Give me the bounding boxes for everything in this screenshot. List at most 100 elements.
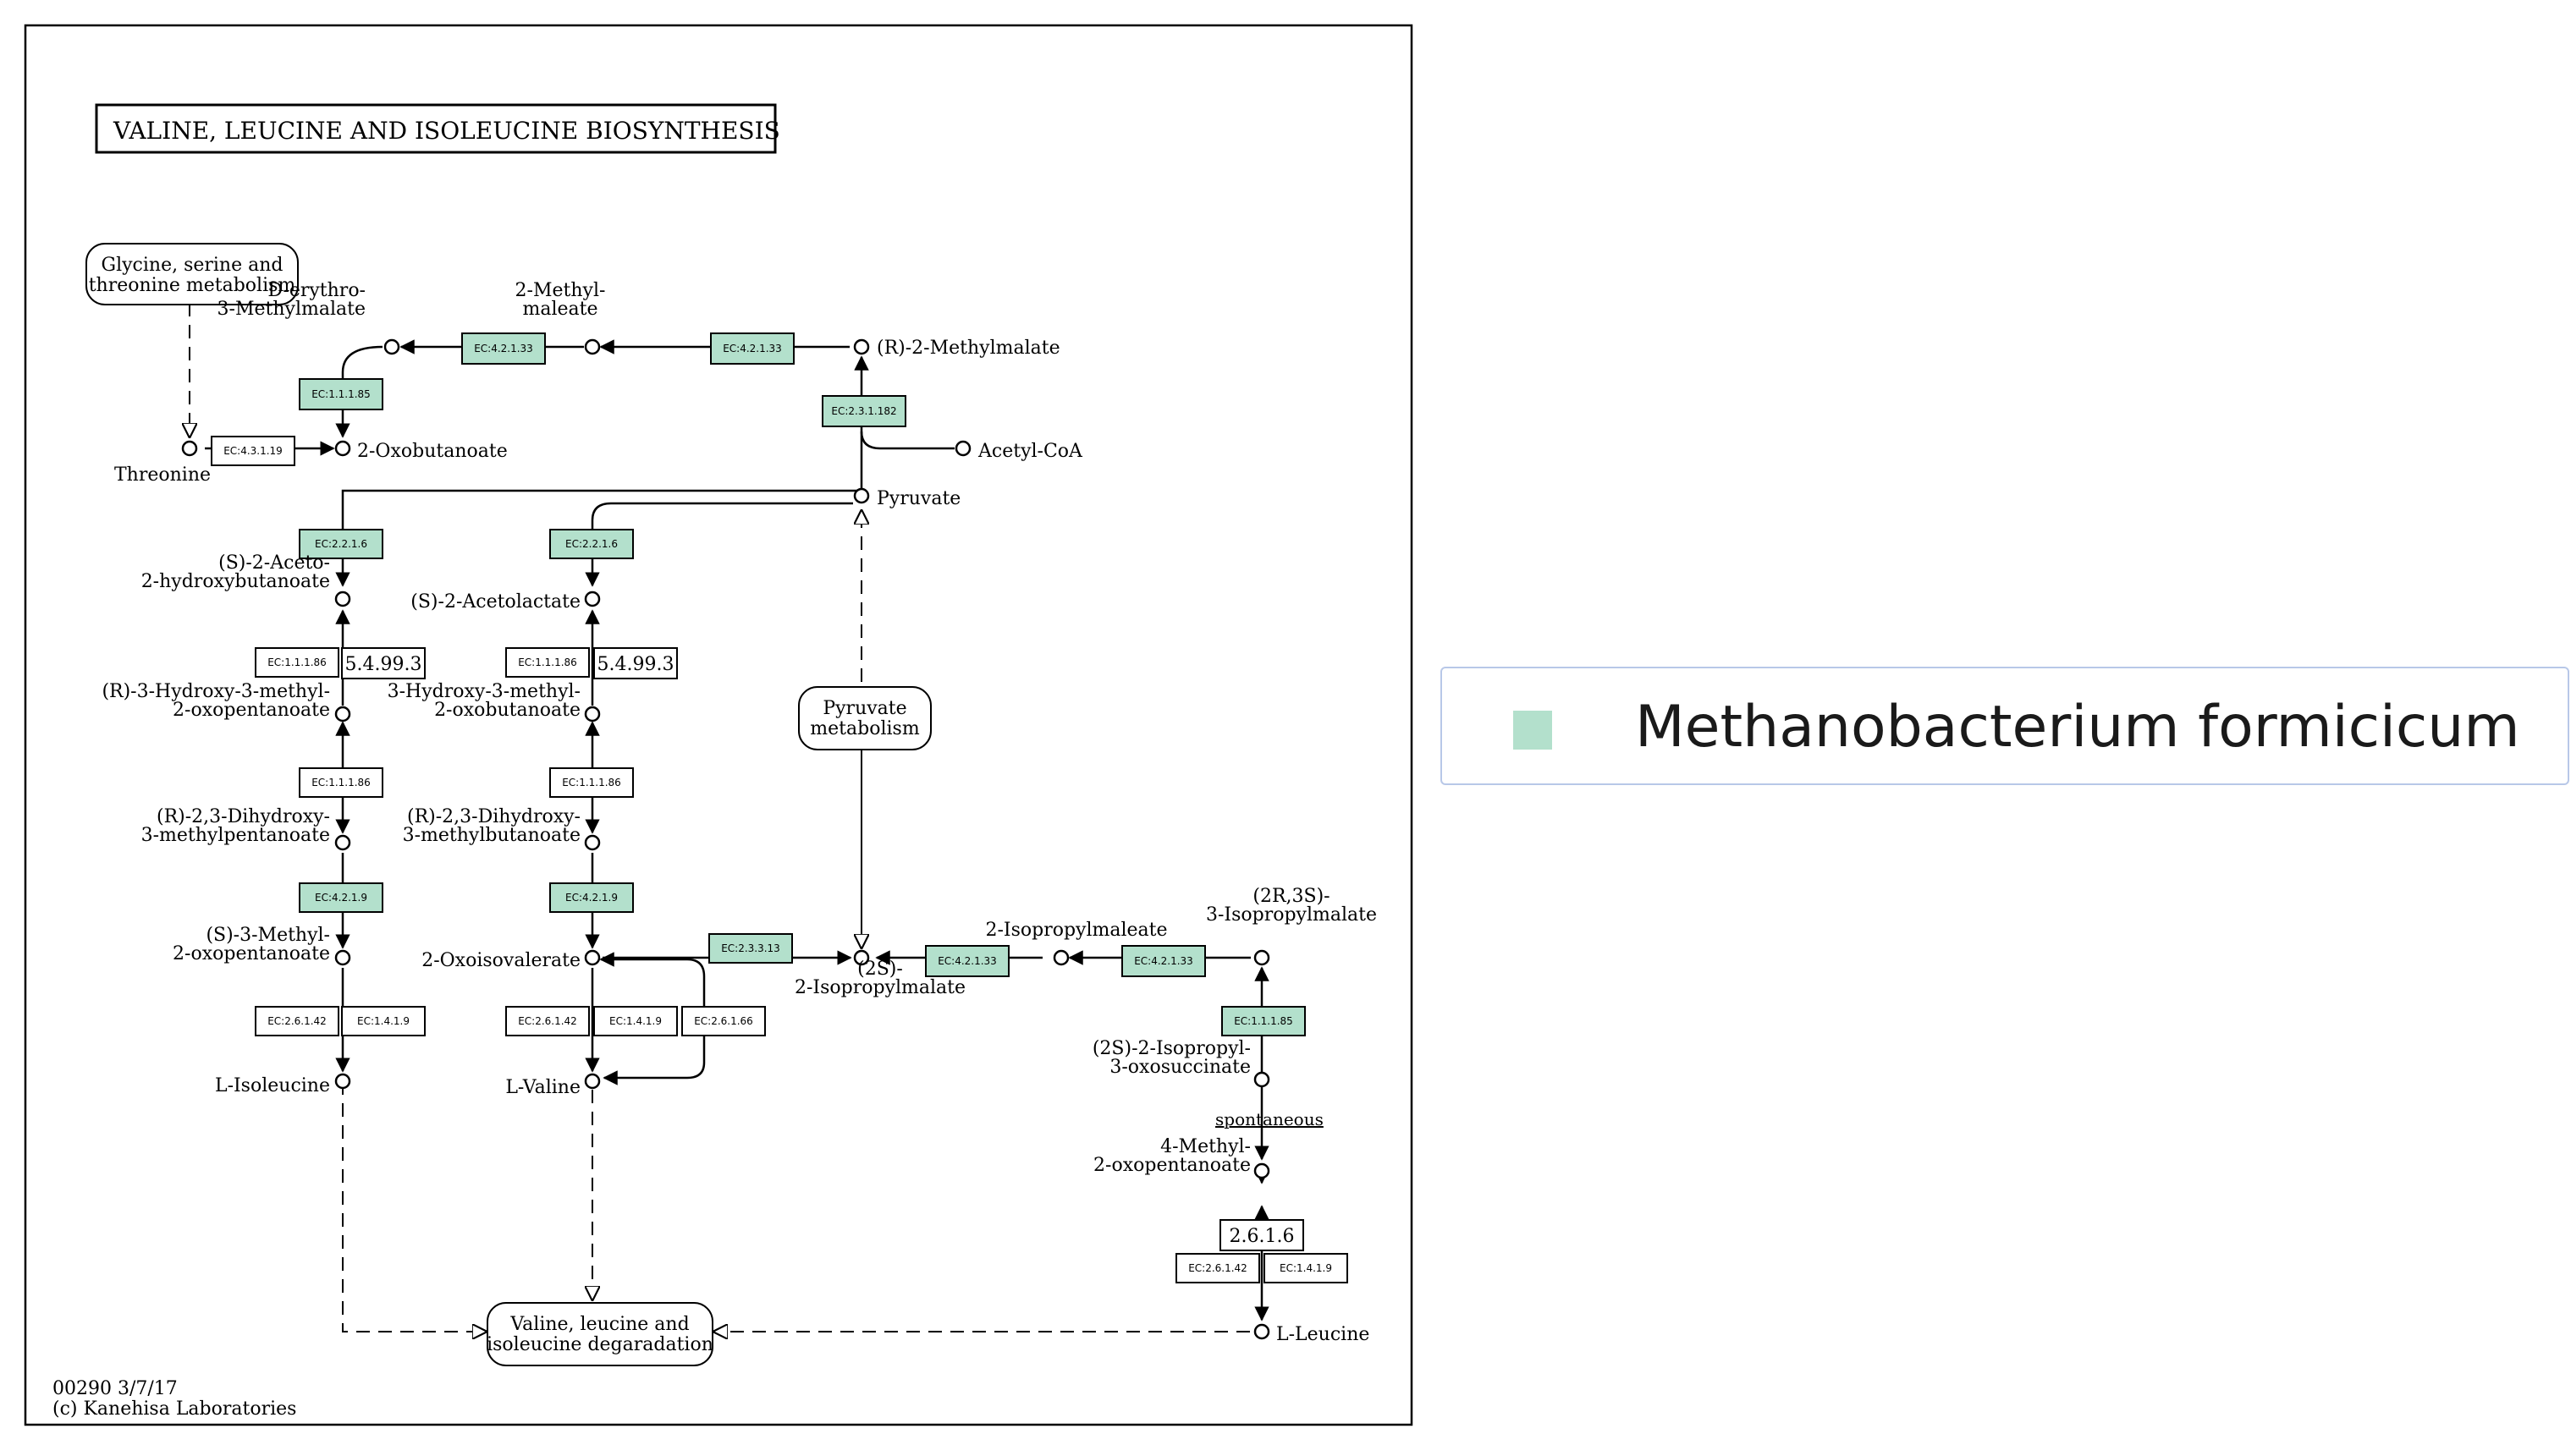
enzyme-ec-4-2-1-9-13[interactable]: EC:4.2.1.9 — [299, 882, 383, 913]
enzyme-label: EC:2.3.1.182 — [831, 405, 896, 417]
compound-node-icon[interactable] — [584, 706, 601, 723]
enzyme-label: EC:1.1.1.86 — [562, 777, 621, 788]
compound-0[interactable]: D-erythro-3-Methylmalate — [217, 280, 400, 355]
enzyme-label: EC:4.2.1.33 — [938, 955, 997, 967]
compound-16[interactable]: L-Valine — [505, 1073, 601, 1098]
compound-2[interactable]: (R)-2-Methylmalate — [853, 338, 1060, 359]
enzyme-ec-1-1-1-85-2[interactable]: EC:1.1.1.85 — [299, 378, 383, 410]
compound-3[interactable]: Acetyl-CoA — [955, 440, 1083, 462]
enzyme-label: EC:1.4.1.9 — [609, 1015, 662, 1027]
compound-nodes: D-erythro-3-Methylmalate 2-Methyl-maleate… — [102, 280, 1377, 1345]
enzyme-ec-4-2-1-33-1[interactable]: EC:4.2.1.33 — [710, 332, 795, 365]
compound-label: (S)-3-Methyl-2-oxopentanoate — [173, 925, 330, 964]
compound-node-icon[interactable] — [853, 338, 870, 355]
enzyme-ec-1-4-1-9-16[interactable]: EC:1.4.1.9 — [341, 1006, 426, 1036]
enzyme-5-4-99-3-10[interactable]: 5.4.99.3 — [593, 647, 678, 679]
compound-4[interactable]: Pyruvate — [853, 487, 961, 509]
compound-10[interactable]: 3-Hydroxy-3-methyl-2-oxobutanoate — [388, 681, 601, 723]
compound-9[interactable]: (R)-3-Hydroxy-3-methyl-2-oxopentanoate — [102, 681, 351, 723]
compound-label: Pyruvate — [877, 488, 961, 509]
enzyme-ec-1-4-1-9-18[interactable]: EC:1.4.1.9 — [593, 1006, 678, 1036]
enzyme-label: EC:2.6.1.42 — [518, 1015, 577, 1027]
enzyme-ec-1-4-1-9-26[interactable]: EC:1.4.1.9 — [1263, 1253, 1348, 1283]
compound-7[interactable]: (S)-2-Aceto-2-hydroxybutanoate — [141, 552, 351, 607]
compound-14[interactable]: 2-Oxoisovalerate — [421, 949, 601, 971]
enzyme-ec-1-1-1-86-12[interactable]: EC:1.1.1.86 — [549, 767, 634, 798]
enzyme-ec-4-2-1-9-14[interactable]: EC:4.2.1.9 — [549, 882, 634, 913]
compound-node-icon[interactable] — [584, 1073, 601, 1090]
enzyme-label: EC:4.2.1.9 — [315, 892, 367, 904]
enzyme-ec-2-2-1-6-5[interactable]: EC:2.2.1.6 — [299, 529, 383, 559]
enzyme-ec-4-2-1-33-21[interactable]: EC:4.2.1.33 — [925, 945, 1010, 977]
compound-17[interactable]: 2-Isopropylmaleate — [985, 920, 1168, 966]
enzyme-ec-2-2-1-6-6[interactable]: EC:2.2.1.6 — [549, 529, 634, 559]
enzyme-ec-4-3-1-19-4[interactable]: EC:4.3.1.19 — [211, 436, 295, 466]
compound-label: L-Leucine — [1276, 1324, 1369, 1345]
enzyme-ec-2-6-1-42-25[interactable]: EC:2.6.1.42 — [1175, 1253, 1260, 1283]
compound-node-icon[interactable] — [1253, 1071, 1270, 1088]
compound-label: 2-Oxoisovalerate — [421, 950, 581, 971]
compound-node-icon[interactable] — [584, 834, 601, 851]
compound-11[interactable]: (R)-2,3-Dihydroxy-3-methylpentanoate — [141, 806, 351, 851]
compound-label: (S)-2-Aceto-2-hydroxybutanoate — [141, 552, 330, 592]
compound-node-icon[interactable] — [334, 1073, 351, 1090]
compound-19[interactable]: (2S)-2-Isopropylmalate — [795, 949, 966, 998]
enzyme-ec-2-3-3-13-20[interactable]: EC:2.3.3.13 — [708, 933, 793, 964]
compound-label: (R)-2-Methylmalate — [877, 338, 1060, 359]
compound-6[interactable]: 2-Oxobutanoate — [334, 440, 508, 462]
compound-node-icon[interactable] — [181, 440, 198, 457]
enzyme-ec-1-1-1-86-7[interactable]: EC:1.1.1.86 — [255, 647, 339, 678]
enzyme-ec-1-1-1-86-11[interactable]: EC:1.1.1.86 — [299, 767, 383, 798]
compound-node-icon[interactable] — [955, 440, 972, 457]
compound-12[interactable]: (R)-2,3-Dihydroxy-3-methylbutanoate — [403, 806, 601, 851]
enzyme-ec-2-6-1-42-17[interactable]: EC:2.6.1.42 — [505, 1006, 590, 1036]
enzyme-2-6-1-6-24[interactable]: 2.6.1.6 — [1219, 1219, 1304, 1251]
enzyme-label: EC:4.2.1.33 — [723, 343, 782, 354]
compound-node-icon[interactable] — [334, 949, 351, 966]
compound-node-icon[interactable] — [1253, 949, 1270, 966]
compound-15[interactable]: L-Isoleucine — [215, 1073, 351, 1096]
enzyme-label: EC:4.2.1.33 — [474, 343, 533, 354]
compound-node-icon[interactable] — [584, 591, 601, 607]
compound-node-icon[interactable] — [584, 338, 601, 355]
compound-label: (R)-2,3-Dihydroxy-3-methylpentanoate — [141, 806, 330, 846]
compound-node-icon[interactable] — [383, 338, 400, 355]
compound-label: (R)-2,3-Dihydroxy-3-methylbutanoate — [403, 806, 581, 846]
compound-node-icon[interactable] — [853, 949, 870, 966]
compound-21[interactable]: 4-Methyl-2-oxopentanoate — [1093, 1136, 1270, 1179]
enzyme-ec-1-1-1-85-23[interactable]: EC:1.1.1.85 — [1221, 1006, 1306, 1036]
enzyme-label: 2.6.1.6 — [1230, 1226, 1295, 1247]
compound-22[interactable]: L-Leucine — [1253, 1323, 1369, 1345]
enzyme-ec-1-1-1-86-9[interactable]: EC:1.1.1.86 — [505, 647, 590, 678]
compound-node-icon[interactable] — [1253, 1323, 1270, 1340]
compound-node-icon[interactable] — [853, 487, 870, 504]
enzyme-ec-2-6-1-66-19[interactable]: EC:2.6.1.66 — [681, 1006, 766, 1036]
enzyme-ec-4-2-1-33-0[interactable]: EC:4.2.1.33 — [461, 332, 546, 365]
legend-panel: Methanobacterium formicicum — [1440, 667, 2569, 785]
compound-13[interactable]: (S)-3-Methyl-2-oxopentanoate — [173, 925, 351, 966]
compound-node-icon[interactable] — [334, 706, 351, 723]
enzyme-ec-2-3-1-182-3[interactable]: EC:2.3.1.182 — [822, 395, 906, 427]
compound-label: 2-Methyl-maleate — [515, 280, 606, 320]
compound-8[interactable]: (S)-2-Acetolactate — [410, 591, 601, 613]
enzyme-ec-4-2-1-33-22[interactable]: EC:4.2.1.33 — [1121, 945, 1206, 977]
compound-node-icon[interactable] — [334, 834, 351, 851]
enzyme-ec-2-6-1-42-15[interactable]: EC:2.6.1.42 — [255, 1006, 339, 1036]
enzyme-label: EC:2.6.1.42 — [1188, 1262, 1247, 1274]
compound-5[interactable]: Threonine — [114, 440, 211, 486]
enzyme-5-4-99-3-8[interactable]: 5.4.99.3 — [341, 647, 426, 679]
compound-18[interactable]: (2R,3S)-3-Isopropylmalate — [1206, 886, 1377, 966]
pathway-label-line1: Glycine, serine and — [102, 255, 284, 276]
compound-node-icon[interactable] — [584, 949, 601, 966]
compound-node-icon[interactable] — [334, 440, 351, 457]
compound-20[interactable]: (2S)-2-Isopropyl-3-oxosuccinate — [1093, 1038, 1270, 1088]
compound-node-icon[interactable] — [1053, 949, 1070, 966]
compound-1[interactable]: 2-Methyl-maleate — [515, 280, 606, 355]
compound-node-icon[interactable] — [1253, 1162, 1270, 1179]
compound-node-icon[interactable] — [334, 591, 351, 607]
enzyme-label: EC:2.6.1.66 — [694, 1015, 753, 1027]
